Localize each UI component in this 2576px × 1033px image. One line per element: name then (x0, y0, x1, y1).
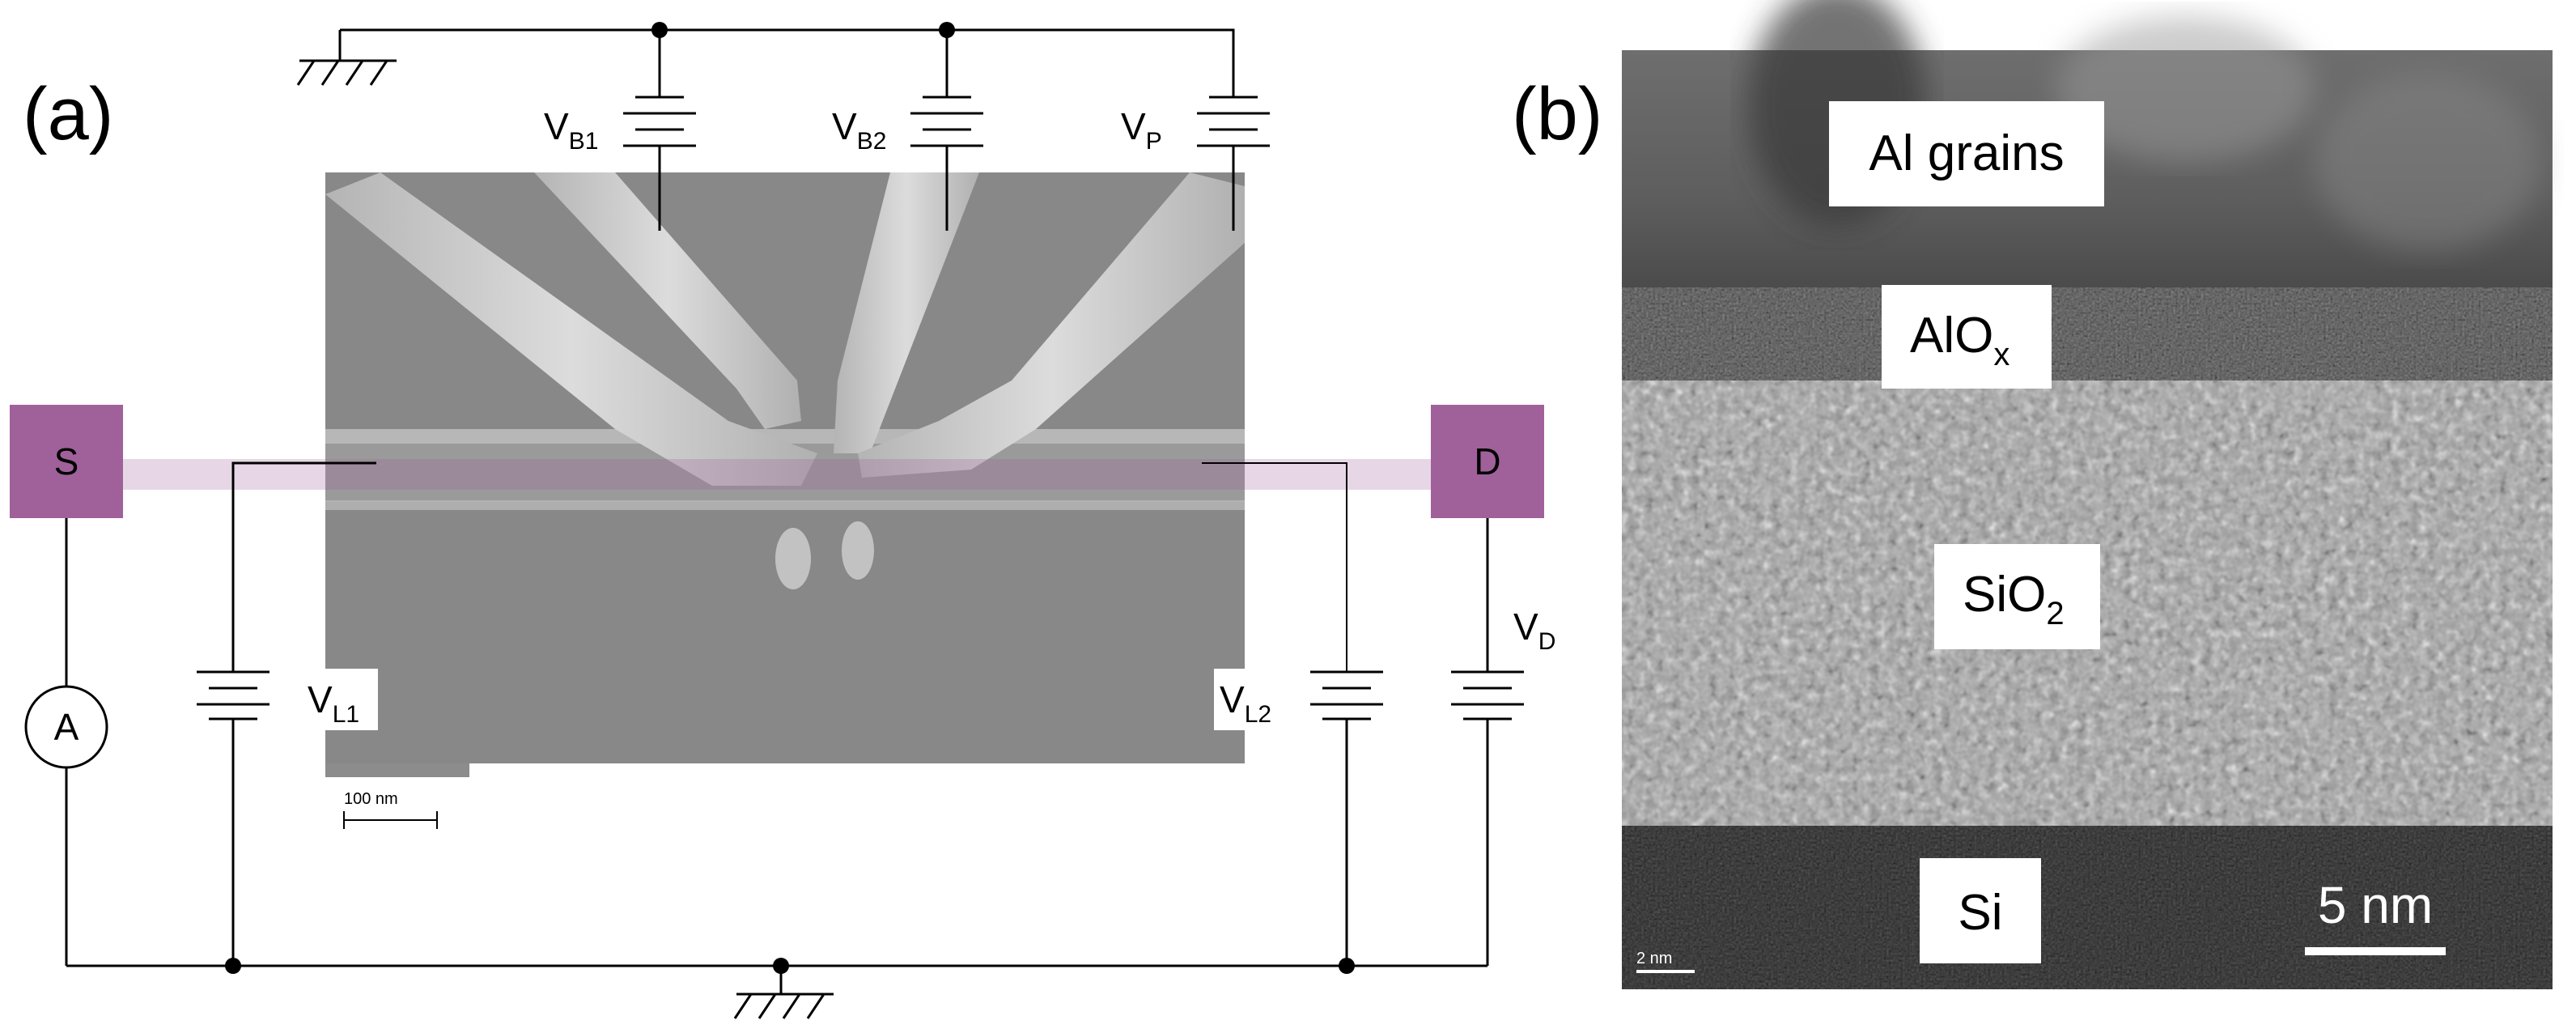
junction-dot (651, 22, 668, 38)
vl1-label: VL1 (308, 678, 359, 728)
junction-dot (225, 958, 241, 974)
drain-box (1431, 405, 1544, 518)
source-label: S (54, 440, 79, 482)
tem-scale-label: 5 nm (2318, 876, 2433, 934)
panel-b-label: (b) (1512, 73, 1602, 155)
alox-texture (1622, 287, 2553, 380)
vb1-label: VB1 (544, 105, 598, 155)
scale-bar-label: 100 nm (344, 790, 398, 808)
ground-symbol-bottom (733, 993, 834, 1019)
junction-dot (773, 958, 789, 974)
sem-dot-left (775, 528, 811, 589)
sio2-label: SiO2 (1963, 567, 2065, 631)
panel-a: (a) 100 nm (10, 22, 1555, 1019)
vl2-label-bg (1214, 669, 1291, 730)
si-texture (1622, 826, 2553, 989)
tem-small-scale-bar (1636, 970, 1695, 973)
ammeter-label: A (54, 706, 79, 748)
vl2-top-wire (1202, 462, 1347, 672)
al-label: Al grains (1869, 125, 2064, 181)
gate-finger-1 (325, 172, 817, 486)
alox-label-box (1882, 285, 2052, 389)
alox-label: AlOx (1910, 308, 2009, 372)
battery-vd (1451, 670, 1524, 721)
vb2-label-bg (827, 99, 900, 155)
battery-vp (1197, 96, 1270, 147)
al-light-grain (2315, 73, 2541, 251)
top-bus-wire (340, 28, 1235, 97)
sem-cutout (469, 763, 1245, 865)
vl1-label-bg (301, 669, 378, 730)
drain-label: D (1474, 440, 1500, 482)
tem-image (1622, 0, 2553, 989)
battery-vl2 (1310, 670, 1383, 721)
battery-vb1 (623, 96, 696, 147)
source-terminal: S (10, 405, 123, 518)
sio2-label-box (1934, 544, 2100, 649)
junction-dot (939, 22, 955, 38)
junction-dot (1339, 958, 1355, 974)
battery-vb2 (910, 96, 983, 147)
battery-vl1 (197, 670, 269, 721)
ammeter-circle (24, 685, 108, 769)
si-label-box (1920, 858, 2041, 963)
panel-b: (b) Al grains AlOx SiO2 Si 5 nm (1512, 0, 2553, 989)
ground-symbol-top (296, 59, 397, 86)
gate-finger-3 (834, 172, 979, 453)
gate-finger-2 (534, 172, 801, 429)
panel-a-label: (a) (23, 73, 113, 155)
vl1-top-wire (231, 461, 376, 672)
al-light-grain (2056, 16, 2315, 162)
lead-bottom-edge (325, 500, 1245, 510)
junction-dots (225, 22, 1355, 974)
drain-terminal: D (1431, 405, 1544, 518)
vb1-label-bg (538, 99, 611, 155)
source-box (10, 405, 123, 518)
vp-label: VP (1121, 105, 1162, 155)
sem-image: 100 nm (325, 172, 1245, 865)
vl2-label: VL2 (1220, 678, 1271, 728)
al-label-box (1829, 101, 2104, 206)
gate-finger-4 (858, 172, 1245, 478)
sem-dot-right (842, 521, 874, 580)
si-label: Si (1958, 885, 2002, 941)
tem-scale-bar (2305, 947, 2446, 955)
vb2-label: VB2 (832, 105, 886, 155)
ammeter: A (24, 685, 108, 769)
tem-small-scale-label: 2 nm (1636, 950, 1672, 967)
vd-label: VD (1513, 606, 1555, 655)
lead-top-edge (325, 429, 1245, 444)
